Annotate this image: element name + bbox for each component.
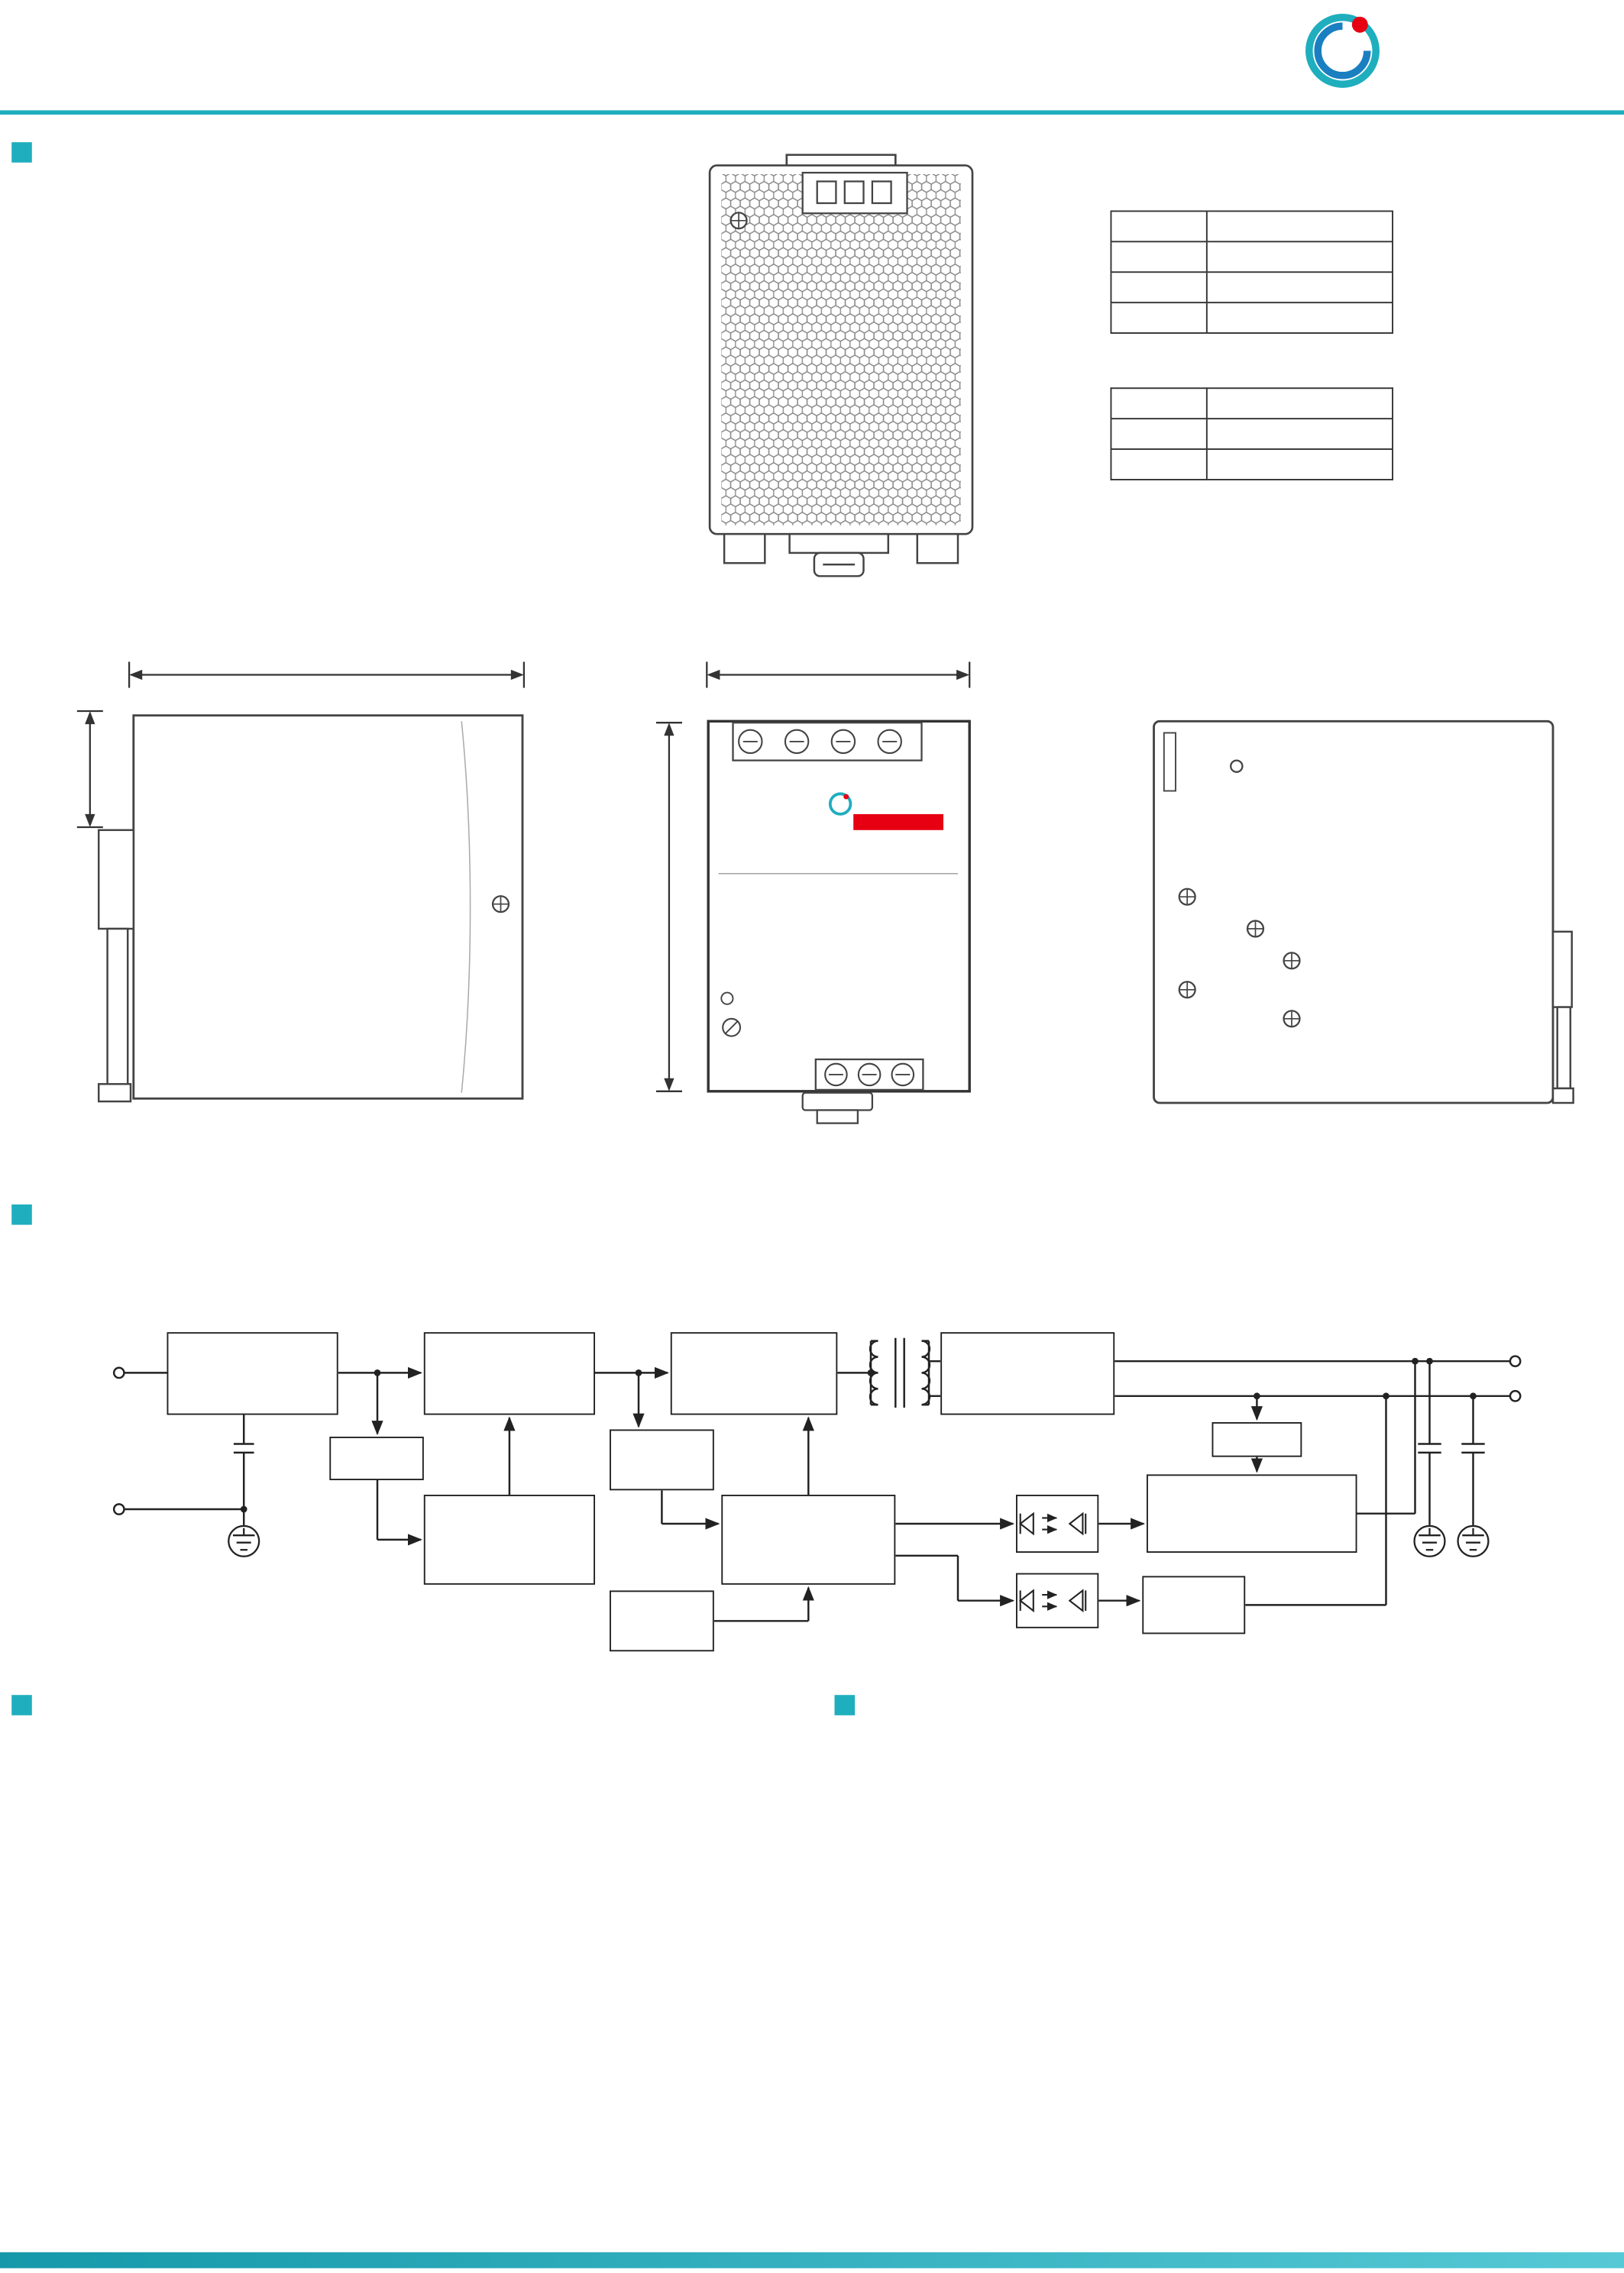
pin-function: [1205, 271, 1393, 304]
tb2-header-cell: [1205, 387, 1393, 420]
screw-holes: [1178, 759, 1301, 1028]
pin-function: [1205, 241, 1393, 273]
block-emi-filter: [167, 1332, 338, 1415]
block-ocp: [1212, 1422, 1302, 1457]
table-row: [1110, 241, 1393, 273]
tb1-table: [1110, 210, 1393, 334]
din-clip-right: [1551, 930, 1574, 1104]
section-marker-icon: [11, 1695, 32, 1715]
dim-line-front-width: [706, 661, 971, 688]
table-row: [1110, 448, 1393, 480]
derating-chart: [90, 1782, 714, 2243]
pin-function: [1205, 302, 1393, 334]
fg-terminal-icon: [112, 1503, 125, 1515]
optocoupler-icon: [1018, 1512, 1087, 1613]
block-optocoupler-2: [1016, 1573, 1099, 1628]
front-view-drawing: [707, 719, 971, 1124]
tb2-table: [1110, 387, 1393, 480]
front-panel-logo: [828, 792, 943, 830]
terminal-block-top: [732, 722, 923, 761]
tb1-header-cell: [1110, 210, 1208, 243]
vneg-terminal-icon: [1509, 1389, 1522, 1402]
block-pfc-circuit: [423, 1332, 595, 1415]
tb2-header-cell: [1110, 387, 1208, 420]
block-pwm-control: [721, 1495, 896, 1585]
block-uvp: [329, 1437, 424, 1480]
block-ovp: [1142, 1576, 1246, 1634]
side-view-right-drawing: [1153, 719, 1574, 1104]
section-marker-icon: [11, 1204, 32, 1225]
pin-number: [1110, 271, 1208, 304]
tb1-block: [1110, 200, 1393, 334]
din-clip-left: [97, 829, 135, 1103]
section-marker-icon: [834, 1695, 856, 1715]
block-diagram-wiring: [112, 1337, 1522, 1622]
table-row: [1110, 302, 1393, 334]
brand-logo-icon: [1305, 14, 1380, 88]
dc-ok-led-icon: [720, 991, 734, 1005]
side-view-left-drawing: [97, 714, 524, 1103]
block-switching-circuit: [670, 1332, 838, 1415]
page-title: [15, 18, 23, 96]
section-derating-curve: [11, 1695, 45, 1715]
header-divider: [0, 110, 1624, 115]
tb1-header-cell: [1205, 210, 1393, 243]
bottom-view-drawing: [708, 154, 974, 577]
pin-function: [1205, 448, 1393, 480]
static-chart: [888, 1767, 1527, 2246]
block-detect-circuit: [1147, 1474, 1357, 1553]
din-clip-front: [801, 1091, 874, 1124]
table-row: [1110, 271, 1393, 304]
block-optocoupler-1: [1016, 1495, 1099, 1553]
vpos-terminal-icon: [1509, 1355, 1522, 1368]
brand-logo: [1300, 6, 1393, 96]
dim-line-body-width: [128, 661, 526, 688]
footer-accent-bar: [0, 2252, 1624, 2268]
section-structure: [11, 142, 45, 163]
section-static-curve: [834, 1695, 869, 1715]
pin-number: [1110, 418, 1208, 450]
pin-number: [1110, 448, 1208, 480]
dim-line-clip-depth: [76, 710, 103, 829]
pin-function: [1205, 418, 1393, 450]
block-pfc-control: [423, 1495, 595, 1585]
pin-number: [1110, 302, 1208, 334]
section-block-diagram: [11, 1204, 45, 1225]
ip-terminal-icon: [112, 1366, 125, 1379]
terminal-block-bottom: [814, 1058, 924, 1091]
pin-number: [1110, 241, 1208, 273]
block-rectifier-filter: [940, 1332, 1115, 1415]
dim-line-body-height: [655, 722, 682, 1092]
din-clip-bottom: [723, 532, 959, 577]
block-overload-protection: [610, 1429, 714, 1491]
table-row: [1110, 418, 1393, 450]
earth-ground-icon: [228, 1524, 1490, 1557]
section-marker-icon: [11, 142, 32, 163]
tb2-block: [1110, 377, 1393, 480]
block-overtemp-protection: [610, 1590, 714, 1652]
